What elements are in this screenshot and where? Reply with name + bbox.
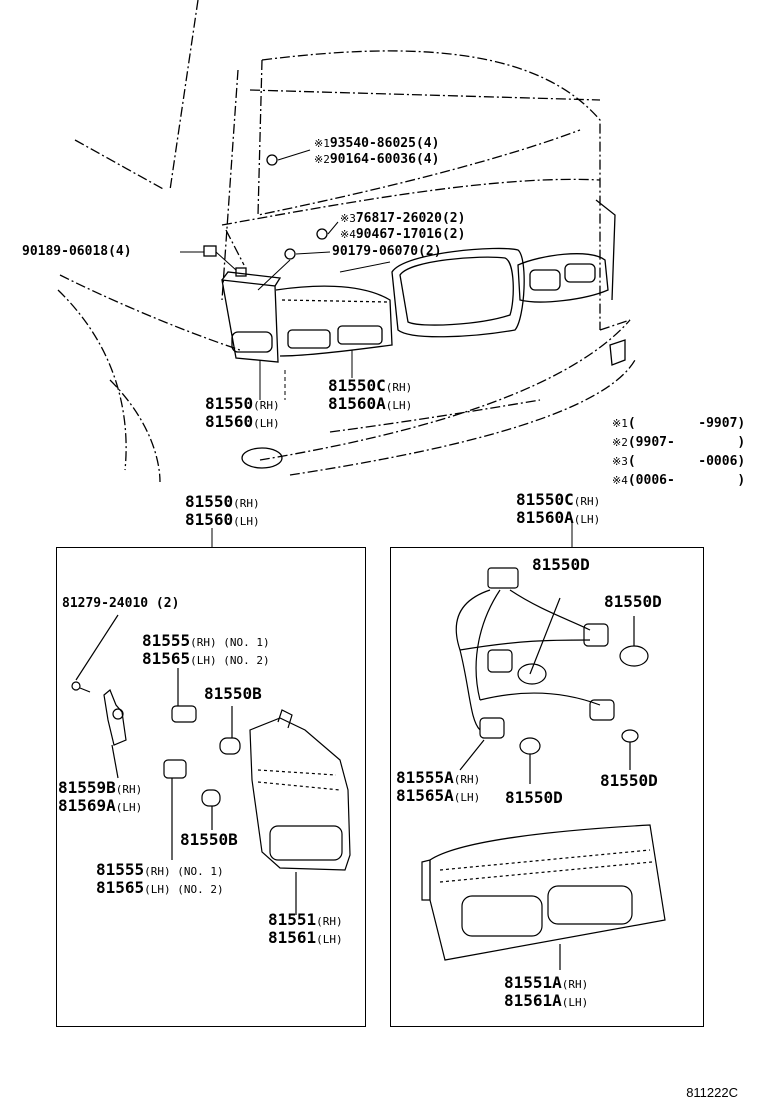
right-panel-title: 81550C(RH) 81560A(LH) [516, 490, 601, 527]
rear-reflector [241, 447, 283, 469]
left-lens-label: 81551(RH) 81561(LH) [268, 910, 343, 947]
right-bulb-d2-label: 81550D [604, 592, 662, 611]
left-socket2-label: 81555(RH) (NO. 1) 81565(LH) (NO. 2) [96, 860, 224, 897]
left-bulb-b2-label: 81550B [180, 830, 238, 849]
right-socket-label: 81555A(RH) 81565A(LH) [396, 768, 481, 805]
legend: ※1( -9907) ※2(9907- ) ※3( -0006) ※4(0006… [612, 414, 745, 490]
top-inner-lamp-label: 81550C(RH) 81560A(LH) [328, 376, 413, 413]
right-panel-parts [421, 567, 666, 970]
left-panel-parts [71, 614, 351, 915]
left-socket1-label: 81555(RH) (NO. 1) 81565(LH) (NO. 2) [142, 631, 270, 668]
top-screw2-label: ※290164-60036(4) [314, 152, 440, 167]
right-bulb-d4-label: 81550D [505, 788, 563, 807]
right-bulb-d3-label: 81550D [600, 771, 658, 790]
right-exploded-panel [390, 547, 704, 1027]
legend-item: ※1( -9907) [612, 416, 746, 431]
left-bulb-b1-label: 81550B [204, 684, 262, 703]
vehicle-body-outline [57, 0, 636, 483]
legend-item: ※2(9907- ) [612, 435, 746, 450]
license-plate-recess [399, 256, 514, 326]
top-clip3-label: ※376817-26020(2) [340, 211, 466, 226]
installed-inner-lamp-right [517, 199, 616, 303]
right-bulb-d1-label: 81550D [532, 555, 590, 574]
legend-item: ※3( -0006) [612, 454, 746, 469]
left-holder-label: 81559B(RH) 81569A(LH) [58, 778, 143, 815]
top-nut-left-label: 90189-06018(4) [22, 244, 132, 259]
legend-item: ※4(0006- ) [612, 473, 746, 488]
right-lens-label: 81551A(RH) 81561A(LH) [504, 973, 589, 1010]
top-outer-lamp-label: 81550(RH) 81560(LH) [205, 394, 280, 431]
left-exploded-panel [56, 547, 366, 1027]
top-nut-center-label: 90179-06070(2) [332, 244, 442, 259]
left-panel-title: 81550(RH) 81560(LH) [185, 492, 260, 529]
figure-code: 811222C [686, 1085, 738, 1100]
left-screw-label: 81279-24010 (2) [62, 596, 180, 611]
installed-outer-lamp [221, 271, 393, 363]
top-screw1-label: ※193540-86025(4) [314, 136, 440, 151]
top-clip4-label: ※490467-17016(2) [340, 227, 466, 242]
